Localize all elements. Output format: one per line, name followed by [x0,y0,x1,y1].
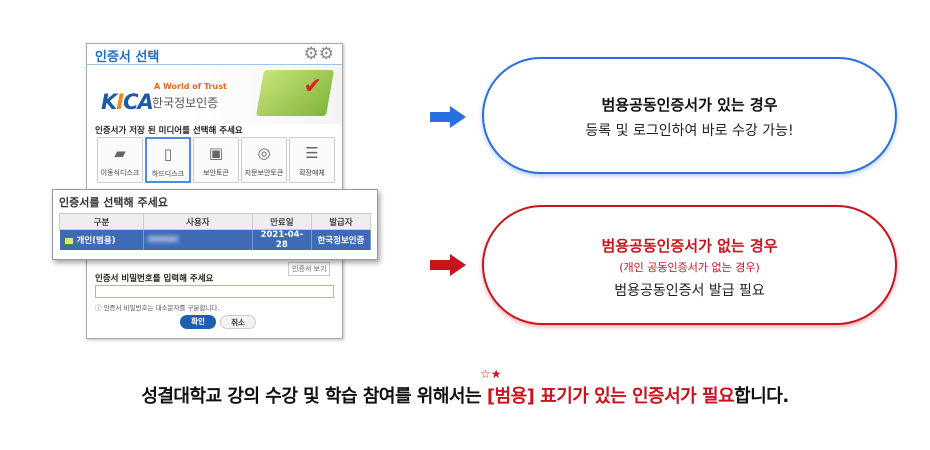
user-blurred [147,236,178,242]
footer-highlight: [범용] 표기가 있는 인증서가 필요 [486,386,735,407]
ok-button[interactable]: 확인 [180,315,216,329]
col-user: 사용자 [142,213,253,230]
media-extended[interactable]: ☰확장매체 [289,137,335,183]
kica-logo: KICA [101,90,154,114]
case-title: 범용공동인증서가 있는 경우 [601,96,778,114]
col-issuer: 발급자 [310,213,372,230]
media-hard-disk[interactable]: ▯하드디스크 [145,137,191,183]
arrow-right-icon [430,106,466,128]
certificate-icon [63,236,74,245]
table-row[interactable]: 개인(범용) 2021-04-28 한국정보인증 [59,229,372,250]
password-input[interactable] [95,285,334,298]
info-icon: ⓘ [95,304,104,312]
case-have-certificate: 범용공동인증서가 있는 경우 등록 및 로그인하여 바로 수강 가능! [482,57,897,174]
star-icon: ☆★ [480,367,502,381]
footer-notice: 성결대학교 강의 수강 및 학습 참여를 위해서는 [범용] 표기가 있는 인증… [141,386,789,407]
view-certificate-button[interactable]: 인증서 보기 [288,262,331,276]
media-security-token[interactable]: ▣보안토큰 [193,137,239,183]
arrow-right-icon [430,254,466,276]
col-type: 구분 [59,213,144,230]
check-icon: ✔ [303,74,322,99]
case-no-certificate: 범용공동인증서가 없는 경우 (개인 공동인증서가 없는 경우) 범용공동인증서… [482,205,897,325]
gear-icon[interactable]: ⚙⚙ [303,44,334,64]
popup-title: 인증서를 선택해 주세요 [59,196,168,209]
case-subtitle: (개인 공동인증서가 없는 경우) [619,261,760,274]
col-expiry: 만료일 [251,213,312,230]
password-note: ⓘ 인증서 비밀번호는 대소문자를 구분합니다. [95,304,220,312]
case-desc: 등록 및 로그인하여 바로 수강 가능! [585,123,794,139]
fingerprint-icon: ◎ [257,144,271,162]
media-usb[interactable]: ▰이동식디스크 [97,137,143,183]
case-title: 범용공동인증서가 없는 경우 [601,237,778,255]
case-desc: 범용공동인증서 발급 필요 [614,283,765,299]
folder-icon [255,70,335,116]
media-label: 인증서가 저장 된 미디어를 선택해 주세요 [95,126,243,136]
brand-name: 한국정보인증 [152,96,219,110]
security-token-icon: ▣ [208,144,224,162]
usb-icon: ▰ [114,144,126,162]
list-icon: ☰ [305,144,319,162]
media-fingerprint-token[interactable]: ◎지문보안토큰 [241,137,287,183]
brand-tagline: A World of Trust [154,82,227,91]
cancel-button[interactable]: 취소 [220,315,256,329]
brand-banner: KICA A World of Trust 한국정보인증 ✔ [87,66,342,124]
window-title: 인증서 선택 [87,44,342,65]
media-list: ▰이동식디스크 ▯하드디스크 ▣보안토큰 ◎지문보안토큰 ☰확장매체 [97,137,335,183]
password-label: 인증서 비밀번호를 입력해 주세요 [95,274,214,284]
hard-disk-icon: ▯ [163,145,173,163]
